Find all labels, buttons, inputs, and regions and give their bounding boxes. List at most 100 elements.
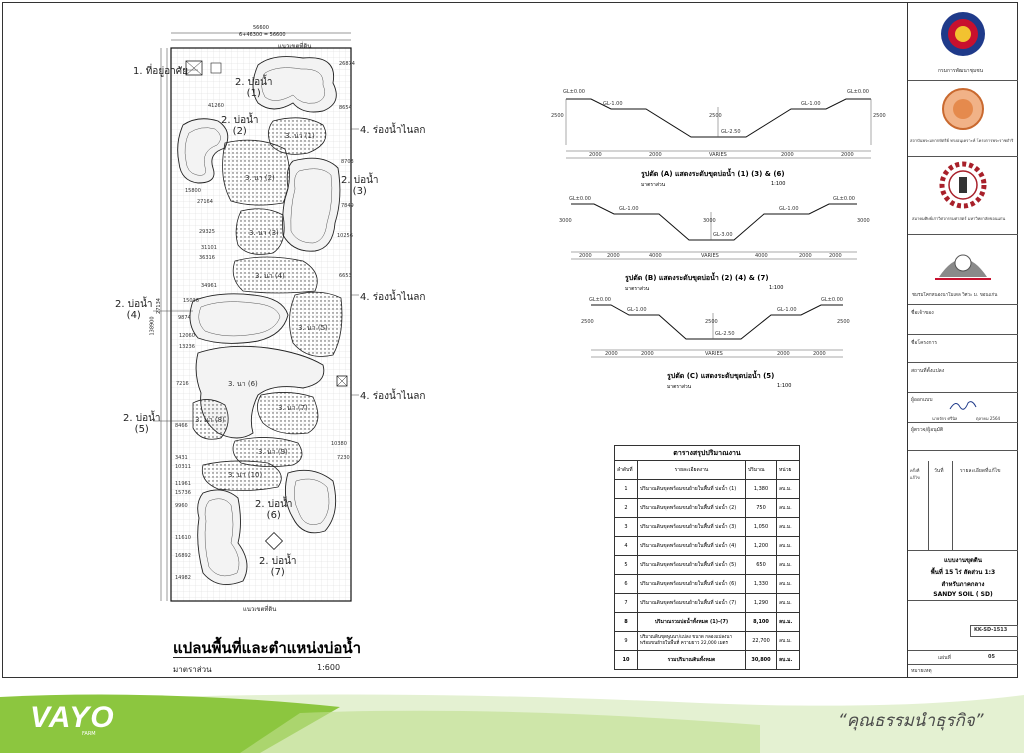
cell-desc: ปริมาณดินขุดพร้อมขนย้ายในพื้นที่ บ่อน้ำ … [637,498,746,518]
header-qty: ปริมาณ [745,460,777,480]
dim-12: 13236 [179,344,195,350]
zone-label-5: 3. นา (5) [298,324,328,332]
callout-channel-2: 4. ร่องน้ำไนลก [360,292,426,303]
section-b-dim-4: VARIES [701,253,719,259]
section-c-dim-3: VARIES [705,351,723,357]
checker-label: ผู้ตรวจ/ผู้อนุมัติ [911,427,944,433]
zone-label-2: 3. นา (2) [245,174,275,182]
section-b-scale: 1:100 [769,285,784,291]
section-a-dim-4: 2000 [781,152,794,158]
dim-17: 11961 [175,481,191,487]
cell-unit: ลบ.ม. [776,631,800,651]
zone-1 [268,117,327,155]
section-c-dim-4: 2000 [777,351,790,357]
notes-cell: หมายเหตุ [908,665,1018,677]
cell-qty: 1,200 [745,536,777,556]
section-a-dim-1: 2000 [589,152,602,158]
header-unit: หน่วย [776,460,800,480]
quantity-table: ตารางสรุปปริมาณงาน ลำดับที่ รายละเอียดงา… [614,445,800,670]
dim-27: 7849 [341,203,354,209]
cell-no: 10 [614,650,638,670]
callout-pond-1: 2. บ่อน้ำ(1) [235,77,273,99]
section-c-scale: 1:100 [777,383,792,389]
dim-16: 10311 [175,464,191,470]
cell-desc: ปริมาณดินขุดพูนนา/แปลง ขนาด กลองแปลงนา พ… [637,631,746,651]
section-a-gl-mid-left: GL-1.00 [603,101,623,107]
dim-3: 15800 [185,188,201,194]
footer-wave [0,685,1024,753]
callout-house: 1. ที่อยู่อาศัย [133,66,189,77]
section-c-gl-mid-right: GL-1.00 [777,307,797,313]
drawing-soil: SANDY SOIL ( SD) [933,591,993,598]
section-a-gl-bottom: GL-2.50 [721,129,741,135]
section-a-gl-mid-right: GL-1.00 [801,101,821,107]
section-b-dim-2: 2000 [607,253,620,259]
dim-13: 7216 [176,381,189,387]
sheet-cell: แผ่นที่ 05 [908,651,1018,665]
section-b-height-2: 3000 [703,218,716,224]
callout-pond-3: 2. บ่อน้ำ(3) [341,175,379,197]
section-b-scale-label: มาตราส่วน [625,286,650,292]
dim-19: 9960 [175,503,188,509]
cell-qty: 1,380 [745,479,777,499]
dim-11: 12060 [179,333,195,339]
dim-1: 26874 [339,61,355,67]
section-a-dim-3: VARIES [709,152,727,158]
designer-row: ผู้ออกแบบ นายจักร ศรีนิล ตุลาคม 2564 [908,393,1018,423]
zone-label-10: 3. นา (10) [228,471,263,479]
callout-pond-4: 2. บ่อน้ำ(4) [115,299,153,321]
section-c-gl-left: GL±0.00 [589,297,611,303]
sheet-label: แผ่นที่ [938,655,951,661]
logo-cell-3: สมาคมศิษย์เก่าวิศวกรรมศาสตร์ มหาวิทยาลัย… [908,157,1018,235]
section-b-height-1: 3000 [559,218,572,224]
title-block: กรมการพัฒนาชุมชน สถาบันพระมหากษัตริย์ ทร… [907,3,1018,677]
callout-pond-6: 2. บ่อน้ำ(6) [255,499,293,521]
quantity-table-title: ตารางสรุปปริมาณงาน [614,445,800,460]
rev-header-3: รายละเอียดที่แก้ไข [960,468,1001,474]
dim-15: 3431 [175,455,188,461]
section-c-dim-1: 2000 [605,351,618,357]
zone-label-3: 3. นา (3) [249,229,279,237]
cell-unit: ลบ.ม. [776,536,800,556]
section-a-height-2: 2500 [709,113,722,119]
header-no: ลำดับที่ [614,460,638,480]
dim-6: 31101 [201,245,217,251]
revision-table: ครั้งที่แก้ไข วันที่ รายละเอียดที่แก้ไข [908,451,1018,551]
drawing-area: พื้นที่ 15 ไร่ สัดส่วน 1:3 [930,569,996,576]
section-b-gl-bottom: GL-3.00 [713,232,733,238]
dim-29: 6653 [339,273,352,279]
pond-4 [189,293,289,344]
section-a-scale: 1:100 [771,181,786,187]
site-plan-drawing [153,32,359,602]
zone-7 [257,392,319,435]
dim-20: 11610 [175,535,191,541]
owner-row: ชื่อเจ้าของ [908,305,1018,335]
code-cell: KK-SD-1513 [908,601,1018,651]
sheet-number: 05 [988,654,995,660]
dim-7: 36316 [199,255,215,261]
cell-qty: 30,800 [745,650,777,670]
top-dim-2: 6+46300 = 56600 [239,32,286,38]
section-a-height-3: 2500 [873,113,886,119]
cell-unit: ลบ.ม. [776,612,800,632]
section-b-dim-5: 4000 [755,253,768,259]
section-b-gl-mid-left: GL-1.00 [619,206,639,212]
section-a-title: รูปตัด (A) แสดงระดับขุดบ่อน้ำ (1) (3) & … [641,170,785,178]
project-label: ชื่อโครงการ [911,340,938,346]
dim-25: 8654 [339,105,352,111]
section-b-dim-7: 2000 [829,253,842,259]
zone-8 [192,399,229,440]
section-a-dim-5: 2000 [841,152,854,158]
drawing-title-cell: แบบงานขุดดิน พื้นที่ 15 ไร่ สัดส่วน 1:3 … [908,551,1018,601]
engineering-gear-icon [939,161,987,209]
zone-label-9: 3. นา (9) [258,448,288,456]
cell-no: 3 [614,517,638,537]
dim-5: 29325 [199,229,215,235]
cell-unit: ลบ.ม. [776,555,800,575]
zone-label-4: 3. นา (4) [255,272,285,280]
org1-label: กรมการพัฒนาชุมชน [938,68,984,74]
